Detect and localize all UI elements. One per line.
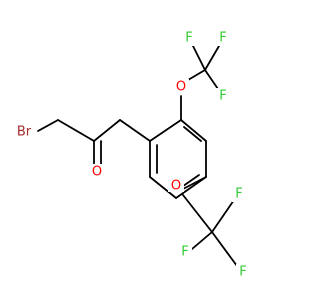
bond-cf3-f-top-mid	[204, 45, 220, 71]
bond-o-cf3-bottom	[182, 194, 213, 233]
bond-o-cf3-top	[187, 69, 206, 81]
bond-ch2-ring	[119, 119, 151, 142]
atom-o-ether-top: O	[173, 79, 189, 95]
atom-f-top-right: F	[216, 88, 230, 104]
bond-ring-o-bottom	[182, 176, 207, 190]
atom-o-ether-bottom-label: O	[171, 179, 181, 194]
atom-f-top-left: F	[182, 30, 196, 46]
atom-o-keto-label: O	[92, 165, 102, 180]
bond-cf3-f-bottom-left	[191, 231, 213, 250]
atom-br: Br	[12, 124, 36, 140]
atom-f-bottom-left: F	[178, 244, 192, 260]
atom-br-label: Br	[17, 125, 32, 140]
atom-f-bottom-mid-label: F	[235, 187, 242, 202]
atom-labels: Br O O O F F F F	[12, 30, 250, 280]
atom-f-top-left-label: F	[185, 31, 192, 46]
bond-carbonyl-ch2	[93, 119, 121, 142]
bond-br-ch2	[37, 119, 59, 132]
bond-cf3-f-top-right	[204, 69, 219, 90]
bonds	[37, 45, 238, 267]
atom-f-top-right-label: F	[219, 89, 226, 104]
atom-o-keto: O	[90, 164, 106, 180]
atom-f-bottom-right-label: F	[239, 265, 246, 280]
atom-f-bottom-left-label: F	[181, 245, 188, 260]
molecule-structure-diagram: Br O O O F F F F	[12, 30, 250, 280]
ring-bond-5-6	[149, 176, 177, 199]
bond-cf3-f-bottom-mid	[211, 199, 235, 233]
atom-f-top-mid: F	[216, 30, 230, 46]
atom-o-ether-bottom: O	[168, 176, 184, 194]
ring-inner-bond-b	[183, 126, 202, 142]
bond-cf3-f-bottom-right	[211, 231, 238, 267]
atom-f-bottom-right: F	[236, 264, 250, 280]
ring-bond-2-3	[180, 119, 207, 142]
bond-cf3-f-top-left	[192, 45, 206, 71]
atom-f-bottom-mid: F	[232, 186, 246, 202]
bond-ch2-carbonyl	[57, 119, 95, 142]
atom-f-top-mid-label: F	[219, 31, 226, 46]
atom-o-ether-top-label: O	[176, 80, 186, 95]
ring-bond-1-2	[149, 119, 182, 142]
